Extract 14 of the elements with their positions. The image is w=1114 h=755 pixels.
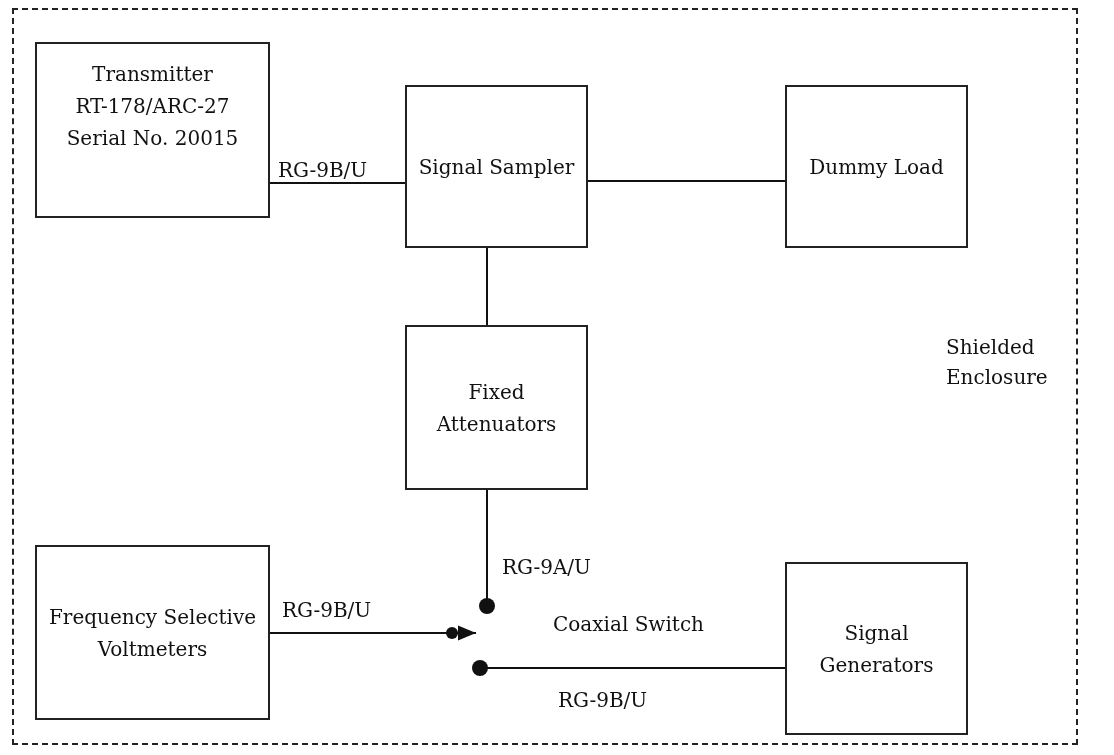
- enclosure-label: Shielded Enclosure: [946, 334, 1049, 391]
- cable-line: [472, 660, 786, 676]
- cable-line: [587, 180, 786, 182]
- equipment-box: [35, 545, 270, 720]
- cable-line: [479, 489, 495, 614]
- cable-line: [486, 247, 488, 326]
- equipment-box: [785, 562, 968, 735]
- shielded-enclosure-outline: [12, 8, 1078, 745]
- equipment-box: [405, 325, 588, 490]
- cable-line: [269, 182, 406, 184]
- equipment-box: [785, 85, 968, 248]
- cable-line: [269, 625, 477, 641]
- equipment-box: [35, 42, 270, 218]
- equipment-box: [405, 85, 588, 248]
